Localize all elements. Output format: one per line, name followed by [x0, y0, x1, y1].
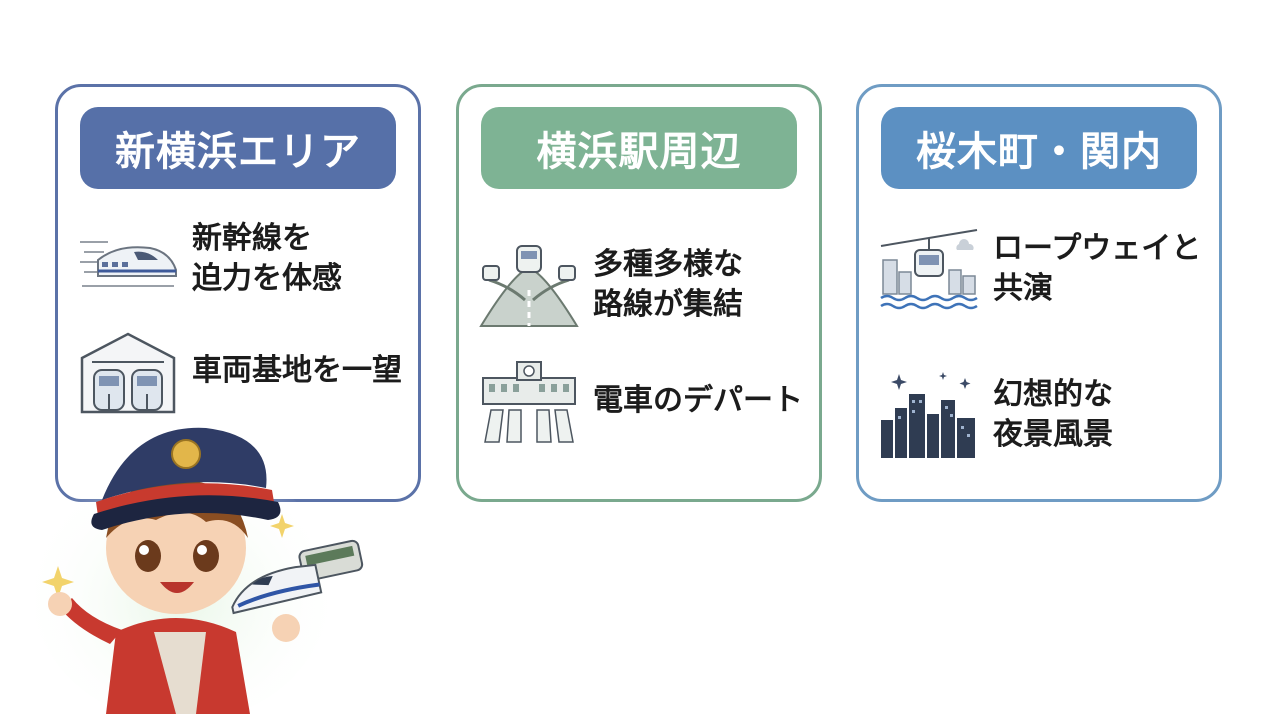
- feature-item: 多種多様な 路線が集結: [479, 237, 805, 333]
- feature-text-line1: 電車のデパート: [593, 382, 803, 418]
- ropeway-icon: [880, 229, 978, 310]
- feature-item: 幻想的な 夜景風景: [879, 367, 1205, 463]
- feature-item: 新幹線を 迫力を体感: [78, 211, 404, 307]
- feature-text-line1: 幻想的な: [993, 376, 1113, 412]
- card-title: 桜木町・関内: [881, 107, 1197, 189]
- night-skyline-icon: [881, 372, 975, 458]
- card-sakuragicho-kannai: 桜木町・関内 ロープウェイと 共演: [856, 84, 1222, 502]
- feature-text-line1: ロープウェイと: [993, 230, 1202, 266]
- feature-text-line2: 夜景風景: [993, 417, 1113, 452]
- feature-text-line2: 迫力を体感: [192, 261, 342, 296]
- feature-text-line2: 共演: [993, 271, 1053, 306]
- converging-tracks-icon: [479, 245, 579, 327]
- shinkansen-icon: [80, 241, 177, 287]
- card-shin-yokohama: 新横浜エリア 新幹線を 迫力を体感 車両: [55, 84, 421, 502]
- card-yokohama-station: 横浜駅周辺 多種多様な 路線が集結 電車のデパート: [456, 84, 822, 502]
- feature-text-line2: 路線が集結: [593, 287, 743, 322]
- train-depot-icon: [80, 332, 176, 414]
- card-title: 新横浜エリア: [80, 107, 396, 189]
- feature-item: ロープウェイと 共演: [879, 221, 1205, 317]
- card-title: 横浜駅周辺: [481, 107, 797, 189]
- mascot-conductor-illustration: [36, 427, 364, 714]
- feature-text-line1: 車両基地を一望: [192, 352, 402, 388]
- feature-text-line1: 多種多様な: [593, 246, 743, 282]
- feature-item: 車両基地を一望: [78, 323, 404, 419]
- station-building-icon: [482, 361, 576, 443]
- feature-text-line1: 新幹線を: [192, 220, 312, 256]
- feature-item: 電車のデパート: [479, 353, 805, 449]
